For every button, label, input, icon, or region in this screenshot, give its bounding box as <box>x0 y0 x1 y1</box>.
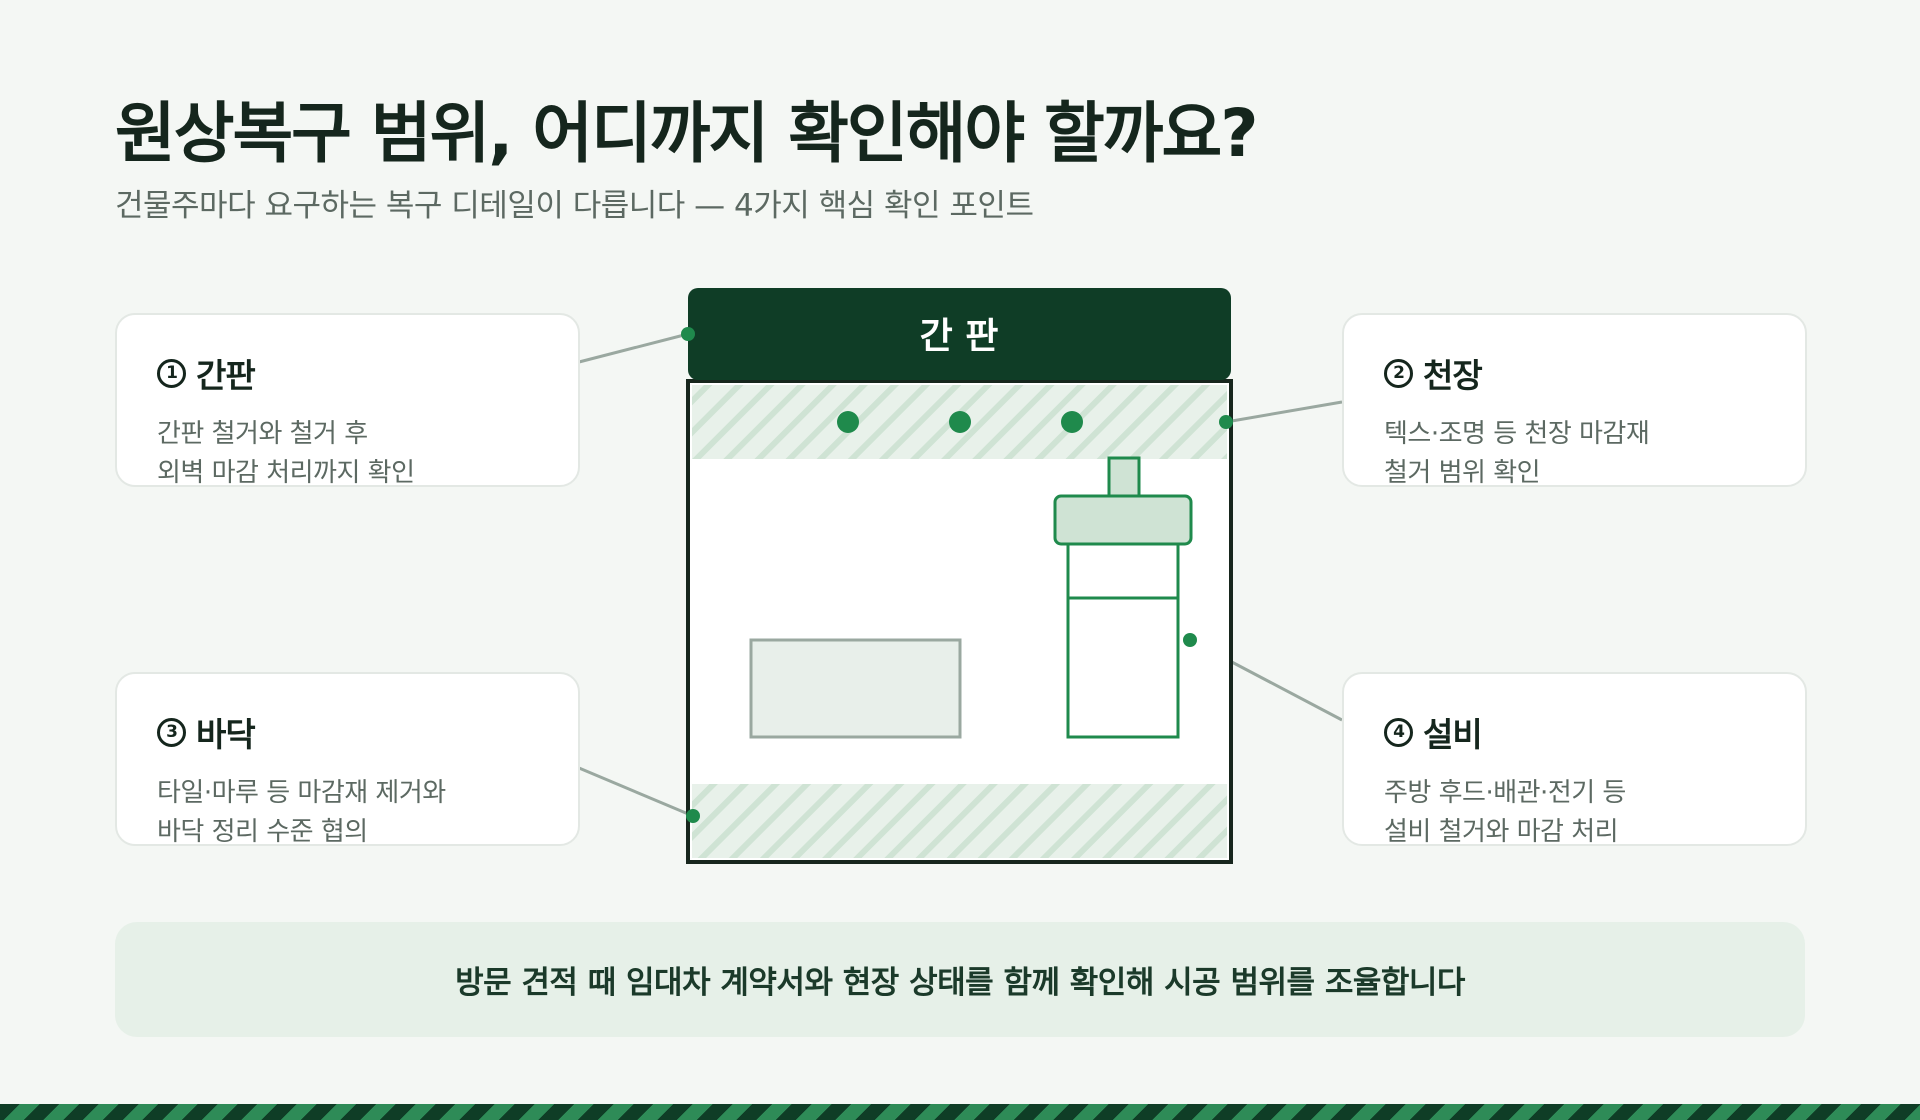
connector-sign <box>578 332 689 364</box>
card-number-badge: 2 <box>1384 358 1413 388</box>
bottom-banner: 방문 견적 때 임대차 계약서와 현장 상태를 함께 확인해 시공 범위를 조율… <box>115 922 1805 1037</box>
stripe-bar <box>0 1104 1920 1120</box>
page-subtitle: 건물주마다 요구하는 복구 디테일이 다릅니다 — 4가지 핵심 확인 포인트 <box>115 188 1034 224</box>
sign-board <box>688 288 1231 380</box>
marker-ceiling-light-3 <box>1061 411 1083 433</box>
counter-box <box>749 638 962 739</box>
card-title: 간판 <box>196 356 256 395</box>
card-equipment: 4 설비 주방 후드·배관·전기 등 설비 철거와 마감 처리 <box>1342 672 1807 847</box>
card-sign: 1 간판 간판 철거와 철거 후 외벽 마감 처리까지 확인 <box>115 313 580 488</box>
card-number-badge: 4 <box>1384 717 1413 747</box>
card-desc-line: 간판 철거와 철거 후 <box>157 419 368 449</box>
card-desc-line: 주방 후드·배관·전기 등 <box>1384 778 1626 808</box>
card-floor: 3 바닥 타일·마루 등 마감재 제거와 바닥 정리 수준 협의 <box>115 672 580 847</box>
marker-ceiling-light-1 <box>837 411 859 433</box>
equipment-column <box>1066 542 1180 739</box>
card-desc-line: 설비 철거와 마감 처리 <box>1384 817 1619 847</box>
page-title: 원상복구 범위, 어디까지 확인해야 할까요? <box>115 95 1259 172</box>
card-desc-line: 텍스·조명 등 천장 마감재 <box>1384 419 1650 449</box>
marker-equipment <box>1183 633 1197 647</box>
floor-hatch <box>692 784 1227 858</box>
card-desc-line: 외벽 마감 처리까지 확인 <box>157 458 415 488</box>
sign-label: 간 판 <box>920 316 999 357</box>
card-desc-line: 타일·마루 등 마감재 제거와 <box>157 778 446 808</box>
marker-floor <box>686 809 700 823</box>
hood-cap <box>1053 494 1193 546</box>
card-title: 바닥 <box>196 715 256 754</box>
card-number-badge: 3 <box>157 717 186 747</box>
connector-floor <box>578 766 694 818</box>
card-title: 설비 <box>1423 715 1483 754</box>
marker-ceiling-light-2 <box>949 411 971 433</box>
marker-ceiling <box>1219 415 1233 429</box>
card-ceiling: 2 천장 텍스·조명 등 천장 마감재 철거 범위 확인 <box>1342 313 1807 488</box>
card-number-badge: 1 <box>157 358 186 388</box>
card-desc-line: 바닥 정리 수준 협의 <box>157 817 368 847</box>
card-title: 천장 <box>1423 356 1483 395</box>
connector-ceiling <box>1225 400 1343 424</box>
marker-sign <box>681 327 695 341</box>
card-desc-line: 철거 범위 확인 <box>1384 458 1541 488</box>
hood-duct <box>1107 456 1141 500</box>
